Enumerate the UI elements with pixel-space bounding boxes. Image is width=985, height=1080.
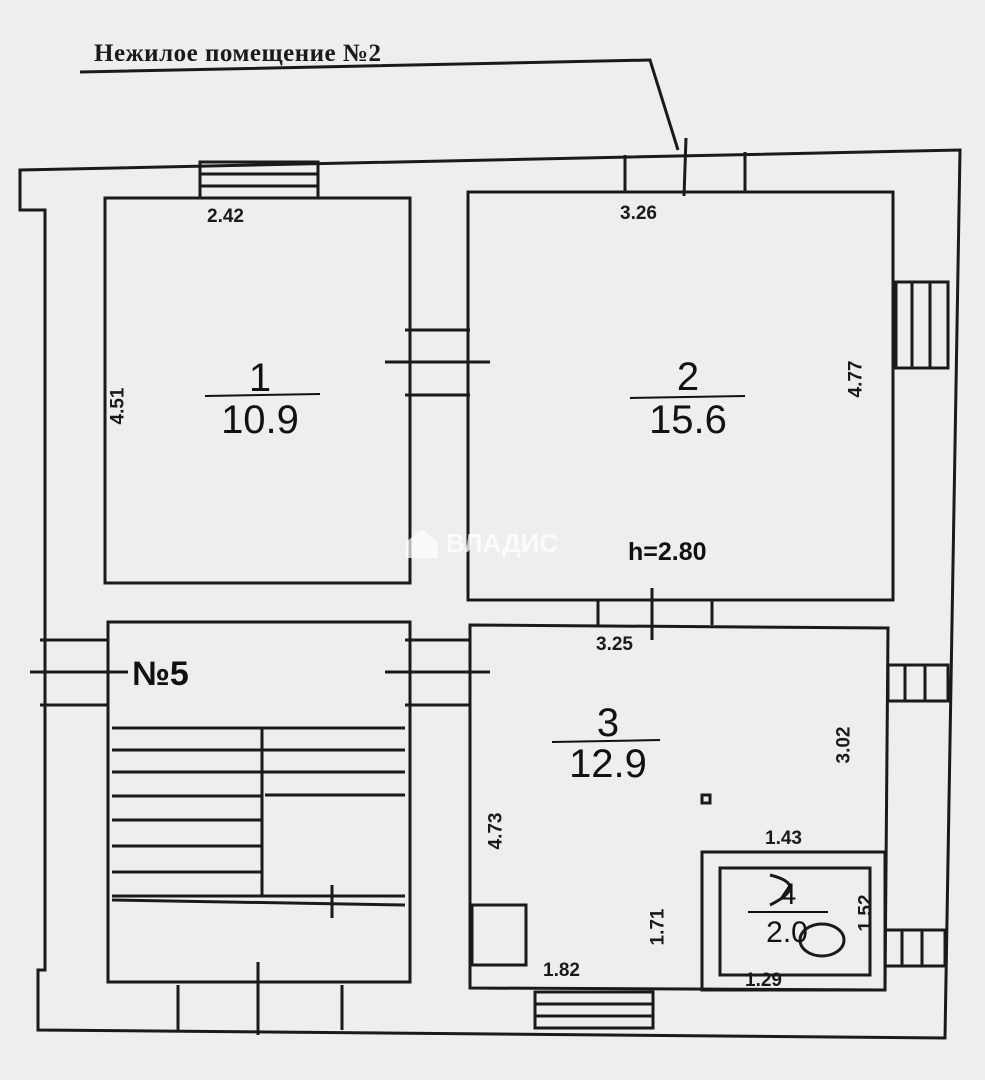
stair-treads bbox=[112, 726, 405, 898]
plan-title: Нежилое помещение №2 bbox=[94, 40, 382, 67]
title-leader-tick bbox=[682, 137, 688, 197]
stair-label: №5 bbox=[132, 655, 189, 693]
dim-room-3-bottom: 1.82 bbox=[543, 960, 580, 981]
dim-room-4-bottom: 1.29 bbox=[745, 970, 782, 991]
ceiling-height: h=2.80 bbox=[628, 538, 707, 566]
dim-room-4-right: 1.52 bbox=[855, 894, 877, 932]
dim-room-2-top: 3.26 bbox=[620, 203, 657, 224]
room-3-number: 3 bbox=[596, 701, 620, 745]
dim-room-3-left: 4.73 bbox=[485, 812, 507, 850]
room-3-area: 12.9 bbox=[569, 742, 647, 786]
room-4-outline bbox=[700, 850, 887, 992]
dim-room-1-top: 2.42 bbox=[207, 206, 244, 227]
room-2-area: 15.6 bbox=[649, 398, 727, 442]
room-1-area: 10.9 bbox=[221, 398, 299, 442]
window-room-3 bbox=[886, 663, 950, 703]
room-1-number: 1 bbox=[248, 356, 272, 400]
dim-room-1-left: 4.51 bbox=[107, 387, 129, 425]
watermark-house-icon bbox=[406, 529, 438, 558]
watermark-text: ВЛАДИС bbox=[446, 527, 559, 558]
dim-room-3-right: 3.02 bbox=[833, 726, 855, 764]
title-leader-line bbox=[79, 58, 680, 151]
dim-room-2-right: 4.77 bbox=[845, 360, 867, 398]
window-room-4 bbox=[883, 928, 947, 968]
dim-room-3-inner: 1.71 bbox=[647, 908, 669, 946]
outer-wall-outline bbox=[18, 148, 962, 1040]
watermark: ВЛАДИС bbox=[404, 526, 558, 560]
room-2-number: 2 bbox=[676, 355, 700, 399]
room-4-number: 4 bbox=[779, 878, 797, 911]
window-room-2 bbox=[894, 280, 950, 370]
dim-room-3-top: 3.25 bbox=[596, 634, 633, 655]
dim-room-4-top: 1.43 bbox=[765, 828, 802, 849]
window-room-1 bbox=[198, 160, 320, 200]
window-room-3-bottom bbox=[533, 990, 655, 1030]
room-4-area: 2.0 bbox=[766, 916, 808, 949]
